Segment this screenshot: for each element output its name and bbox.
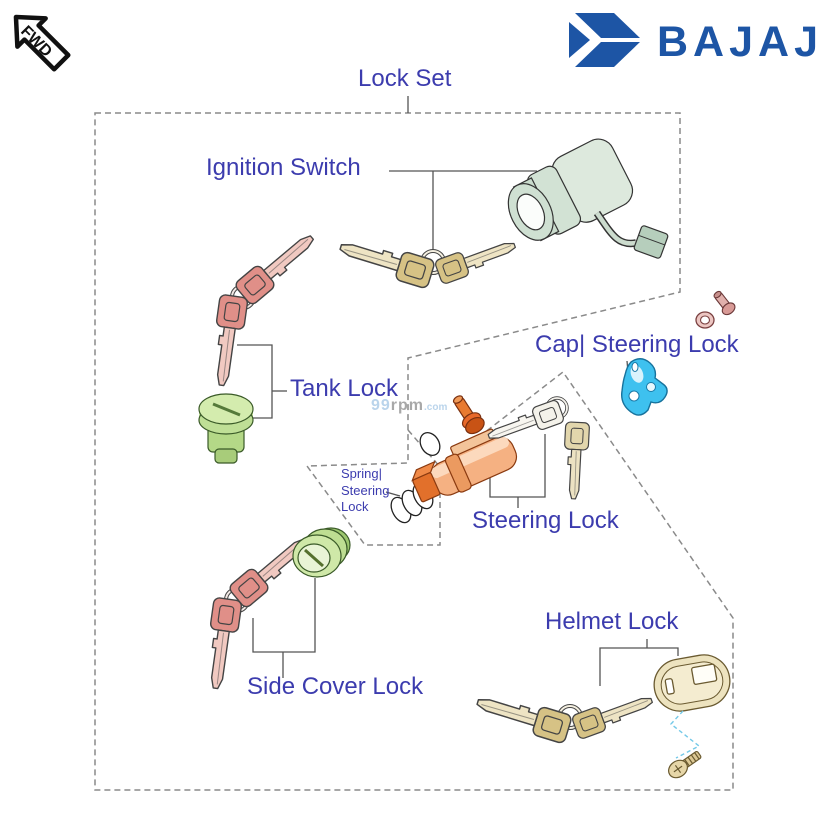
helmet-lock-part — [653, 654, 731, 712]
ignition-switch-part — [507, 138, 669, 259]
fwd-arrow-icon: FWD — [13, 14, 71, 72]
boundary-outline — [94, 112, 734, 791]
callout-spring-steering-lock: Spring| Steering Lock — [341, 466, 390, 514]
callout-helmet-lock: Helmet Lock — [545, 608, 679, 635]
bajaj-logo: BAJAJ — [647, 18, 823, 67]
oring-part — [419, 432, 441, 456]
key-pair-ignition — [336, 233, 518, 289]
helmet-cut-line — [669, 710, 701, 759]
leader-spring — [385, 491, 401, 497]
key-pair-helmet — [473, 688, 655, 744]
leader-sidecover-bracket — [252, 578, 316, 653]
leader-helmet-bracket — [599, 647, 679, 686]
cap-steering-lock-part — [621, 358, 668, 416]
brand-wordmark: BAJAJ — [657, 18, 823, 66]
side-cover-lock-part — [292, 527, 351, 578]
callout-lock-set: Lock Set — [358, 65, 452, 92]
screw-part — [668, 750, 702, 779]
watermark-com: .com — [424, 402, 448, 413]
watermark-99: 99 — [371, 397, 391, 414]
callout-steering-lock: Steering Lock — [472, 507, 619, 534]
callout-cap-steering-lock: Cap| Steering Lock — [535, 331, 739, 358]
bolt-part — [713, 290, 736, 316]
washer-part — [695, 311, 715, 329]
watermark-rpm: rpm — [390, 397, 425, 414]
ignition-connector — [633, 225, 669, 259]
callout-ignition-switch: Ignition Switch — [206, 154, 361, 181]
watermark: 99rpm.com — [371, 397, 447, 415]
callout-tank-lock: Tank Lock — [290, 375, 399, 402]
key-pair-steering — [484, 396, 591, 501]
tank-lock-part — [198, 393, 254, 464]
steering-lock-part — [411, 428, 518, 503]
steering-pin-part — [452, 395, 485, 435]
key-pair-tank-lock — [208, 227, 321, 388]
leader-tank-bracket — [237, 344, 273, 419]
bajaj-emblem-icon — [569, 13, 640, 67]
callout-side-cover-lock: Side Cover Lock — [247, 673, 424, 700]
